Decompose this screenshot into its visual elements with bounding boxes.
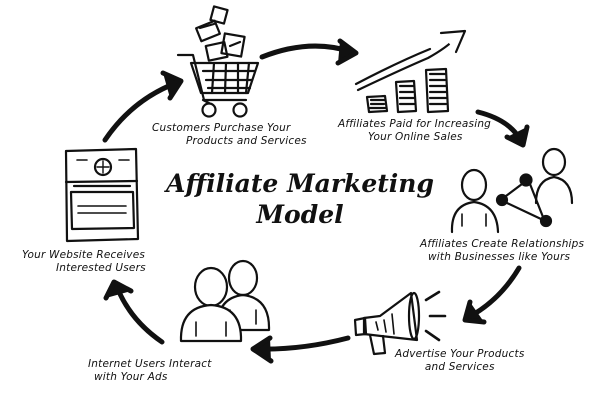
label-customers-purchase: Customers Purchase Your Products and Ser… bbox=[152, 122, 307, 148]
two-people-icon bbox=[179, 259, 271, 343]
label-line: Affiliates Paid for Increasing bbox=[338, 118, 492, 130]
label-line: and Services bbox=[424, 361, 495, 373]
label-line: Affiliates Create Relationships bbox=[420, 238, 585, 250]
diagram-title: Affiliate Marketing Model bbox=[160, 168, 440, 230]
arrow-advertise-to-users bbox=[250, 335, 351, 364]
label-website-receives: Your Website Receives Interested Users bbox=[22, 249, 146, 275]
cycle-arrows bbox=[102, 38, 530, 364]
title-line: Model bbox=[256, 200, 344, 229]
label-line: Advertise Your Products bbox=[395, 348, 525, 360]
label-line: Internet Users Interact bbox=[88, 358, 212, 370]
arrow-website-to-cart bbox=[102, 70, 184, 143]
megaphone-icon bbox=[353, 290, 447, 356]
title-line: Affiliate Marketing bbox=[166, 169, 434, 198]
network-people-icon bbox=[450, 147, 574, 234]
growth-chart-icon bbox=[354, 29, 467, 114]
label-affiliates-paid: Affiliates Paid for Increasing Your Onli… bbox=[338, 118, 491, 144]
label-internet-users: Internet Users Interact with Your Ads bbox=[88, 358, 212, 384]
label-line: with Businesses like Yours bbox=[428, 251, 571, 263]
arrow-sales-to-relationships bbox=[475, 109, 530, 148]
label-advertise: Advertise Your Products and Services bbox=[395, 348, 525, 374]
label-affiliates-create: Affiliates Create Relationships with Bus… bbox=[420, 238, 584, 264]
label-line: with Your Ads bbox=[94, 371, 168, 383]
arrow-relationships-to-advertise bbox=[462, 265, 522, 325]
arrow-cart-to-sales bbox=[259, 38, 359, 66]
shopping-cart-icon bbox=[176, 5, 260, 118]
label-line: Your Website Receives bbox=[22, 249, 146, 261]
label-line: Customers Purchase Your bbox=[152, 122, 291, 134]
label-line: Products and Services bbox=[186, 135, 307, 147]
website-icon bbox=[64, 147, 140, 243]
arrow-users-to-website bbox=[103, 279, 165, 345]
label-line: Interested Users bbox=[56, 262, 146, 274]
label-line: Your Online Sales bbox=[368, 131, 463, 143]
